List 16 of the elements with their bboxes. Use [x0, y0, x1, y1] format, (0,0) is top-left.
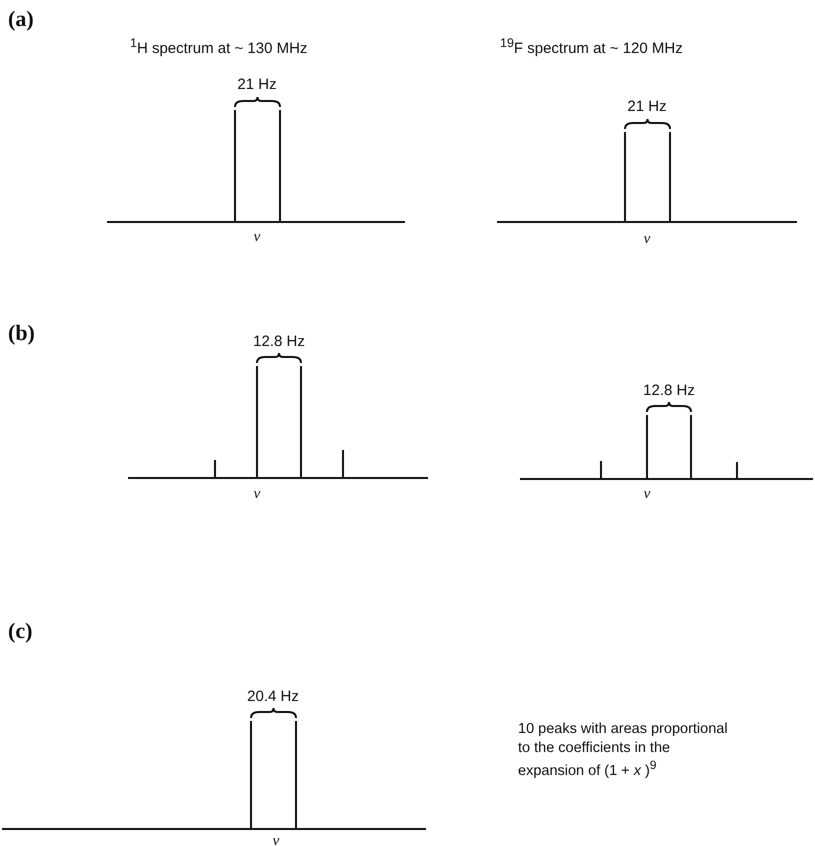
coupling-constant: 12.8 Hz [253, 333, 305, 351]
spectrum-title: $^{19}$F spectrum at ~ 120 MHz [500, 36, 683, 58]
coupling-constant: 12.8 Hz [643, 382, 695, 400]
note-text: 10 peaks with areas proportional to the coefficients in the expansion of (1 + x )$^{9}$ [518, 720, 729, 780]
frequency-symbol: ν [644, 485, 650, 503]
panel-label: (b) [8, 320, 35, 346]
coupling-constant: 20.4 Hz [247, 688, 299, 706]
spectrum-title: $^{1}$H spectrum at ~ 130 MHz [130, 36, 308, 58]
coupling-constant: 21 Hz [237, 76, 277, 94]
panel-label: (c) [8, 618, 32, 644]
coupling-constant: 21 Hz [627, 98, 667, 116]
panel-label: (a) [8, 6, 34, 32]
frequency-symbol: ν [272, 832, 280, 846]
frequency-symbol: ν [644, 230, 650, 248]
frequency-symbol: ν [254, 228, 260, 246]
frequency-symbol: ν [254, 485, 260, 503]
